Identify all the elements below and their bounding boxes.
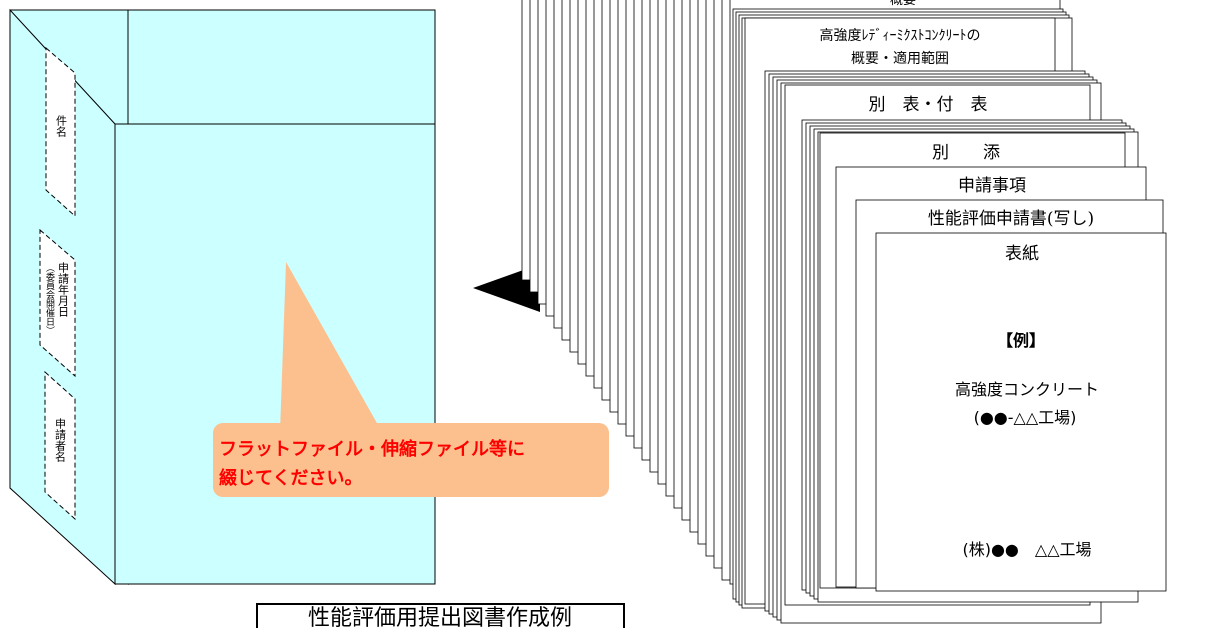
cover-product: 高強度コンクリート	[955, 380, 1099, 399]
binder-front-panel	[114, 123, 436, 585]
cover-sheet-label: 表紙	[1005, 244, 1039, 264]
spine-label-application-date: 申請年月日	[57, 262, 70, 317]
callout-pointer	[280, 262, 382, 432]
tables-sheet-label: 別 表・付 表	[869, 95, 988, 115]
attachment-sheet-label: 別 添	[932, 143, 1000, 163]
cover-plant: (●●-△△工場)	[974, 408, 1077, 427]
spine-label-box-subject	[45, 46, 76, 218]
cover-example-label: 【例】	[997, 331, 1045, 350]
binder: 件名 申請年月日 （委員会開催日） 申請者名	[9, 8, 436, 586]
top-partial-label: 概要	[890, 0, 916, 8]
application-items-sheet-label: 申請事項	[958, 176, 1026, 196]
callout: フラットファイル・伸縮ファイル等に 綴じてください。	[213, 262, 609, 497]
caption-text: 性能評価用提出図書作成例	[308, 606, 572, 628]
spine-label-application-date-note: （委員会開催日）	[44, 263, 55, 335]
callout-line-2: 綴じてください。	[219, 467, 362, 489]
application-copy-sheet-label: 性能評価申請書(写し)	[928, 209, 1094, 229]
cover-company: (株)●● △△工場	[962, 540, 1091, 559]
spine-label-box-applicant	[44, 370, 76, 521]
overview-sheet-label: 概要・適用範囲	[851, 50, 949, 67]
cover-sheet	[875, 232, 1167, 592]
caption: 性能評価用提出図書作成例	[256, 603, 625, 628]
spine-label-subject: 件名	[55, 115, 68, 137]
spine-label-applicant: 申請者名	[54, 418, 67, 462]
overview-sheet-label: 高強度ﾚﾃﾞｨｰﾐｸｽﾄｺﾝｸﾘｰﾄの	[820, 27, 981, 44]
spine-label-box-date	[39, 228, 76, 378]
callout-line-1: フラットファイル・伸縮ファイル等に	[219, 438, 525, 460]
callout-box	[213, 423, 609, 497]
